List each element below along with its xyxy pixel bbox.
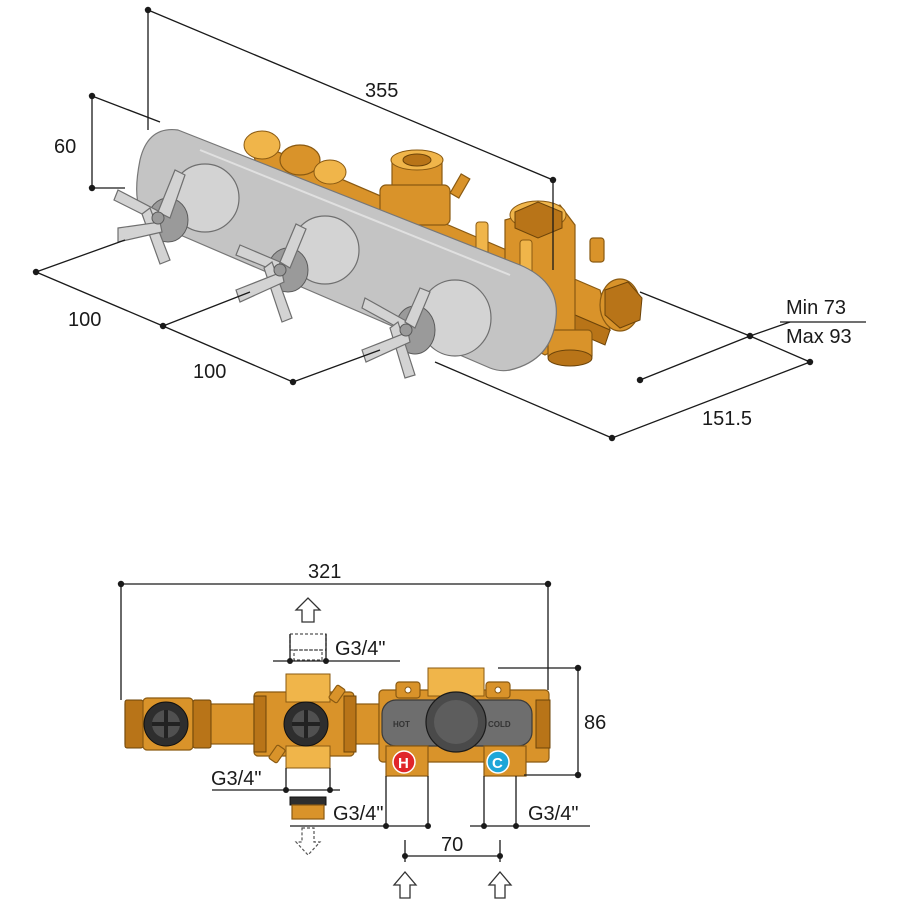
cold-badge: C (486, 750, 510, 774)
dim-max-label: Max 93 (786, 326, 852, 348)
dim-100-b: 100 (162, 325, 381, 386)
dim-355: 355 (144, 6, 557, 270)
thread-bottom: G3/4" (290, 776, 431, 829)
thread-top: G3/4" (273, 634, 400, 664)
cold-badge-letter: C (492, 755, 503, 772)
bottom-outlet (289, 796, 327, 856)
dim-151-5-label: 151.5 (702, 408, 752, 430)
dim-100-a: 100 (32, 239, 251, 331)
dim-100-b-label: 100 (193, 361, 226, 383)
thread-left: G3/4" (211, 768, 340, 793)
cross-handle-2[interactable] (235, 215, 360, 323)
thread-right: G3/4" (470, 776, 590, 829)
hot-label: HOT (393, 720, 410, 729)
left-stop-valve[interactable] (143, 701, 189, 747)
dim-321-label: 321 (308, 561, 341, 583)
hot-badge-letter: H (398, 755, 409, 772)
top-outlet-dashed (289, 597, 327, 661)
dim-86: 86 (498, 664, 606, 779)
hot-badge: H (392, 750, 416, 774)
dim-60: 60 (54, 92, 161, 192)
thread-top-label: G3/4" (335, 638, 385, 660)
dim-100-a-label: 100 (68, 309, 101, 331)
cross-handle-1[interactable] (113, 163, 240, 265)
dim-60-label: 60 (54, 136, 76, 158)
dim-321: 321 (117, 561, 552, 700)
thread-left-label: G3/4" (211, 768, 261, 790)
cross-handle-3[interactable] (361, 279, 492, 379)
dim-min-max: Min 73 Max 93 (636, 291, 866, 384)
dim-70: 70 (402, 834, 503, 862)
dim-min-label: Min 73 (786, 297, 846, 319)
dim-355-label: 355 (365, 80, 398, 102)
thread-bottom-label: G3/4" (333, 803, 383, 825)
cold-inlet-arrow (487, 870, 513, 899)
dim-86-label: 86 (584, 712, 606, 734)
dim-70-label: 70 (441, 834, 463, 856)
front-view: HOT COLD H C 321 (117, 561, 606, 899)
hot-inlet-arrow (392, 870, 418, 899)
cold-label: COLD (488, 720, 511, 729)
middle-stop-valve[interactable] (283, 701, 329, 747)
isometric-view: 355 60 100 100 (32, 6, 866, 442)
dim-151-5: 151.5 (434, 361, 811, 442)
thermostat-knob[interactable] (425, 691, 487, 753)
thread-right-label: G3/4" (528, 803, 578, 825)
